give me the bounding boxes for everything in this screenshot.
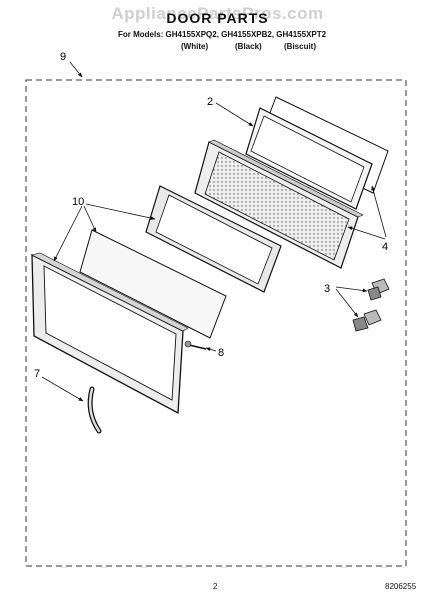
callout-7: 7 (34, 368, 40, 380)
door-outer-frame (31, 252, 189, 415)
callout-2: 2 (207, 96, 213, 108)
models-line: For Models: GH4155XPQ2, GH4155XPB2, GH41… (118, 30, 327, 39)
document-number: 8206255 (385, 582, 417, 591)
color-white: (White) (181, 42, 209, 51)
callout-9: 9 (60, 51, 66, 63)
screw (184, 340, 207, 350)
leader-2 (215, 102, 254, 127)
leader-4a (347, 226, 386, 240)
page-title: DOOR PARTS (166, 10, 269, 26)
door-gasket-frame (245, 107, 373, 210)
watermark: AppliancePartsPros.com (111, 4, 324, 23)
perforated-screen-panel (194, 139, 364, 269)
leader-10c (85, 203, 156, 220)
leader-9 (69, 61, 83, 78)
door-handle (87, 386, 102, 434)
color-biscuit: (Biscuit) (284, 42, 316, 51)
callout-4: 4 (382, 241, 388, 253)
hinge-upper (367, 278, 390, 301)
hinge-lower (352, 309, 382, 332)
leader-10b (83, 205, 97, 233)
callout-3: 3 (324, 283, 330, 295)
callout-10: 10 (72, 196, 84, 208)
page-number: 2 (213, 582, 218, 591)
leader-3a (335, 286, 368, 293)
leader-3b (335, 288, 359, 318)
leader-4b (371, 185, 387, 238)
leader-7 (41, 376, 84, 402)
inner-glass-panel (79, 229, 227, 339)
leader-10a (53, 205, 83, 262)
color-black: (Black) (235, 42, 262, 51)
assembly-boundary (25, 79, 407, 567)
leader-8 (205, 347, 217, 352)
callout-8: 8 (218, 347, 224, 359)
